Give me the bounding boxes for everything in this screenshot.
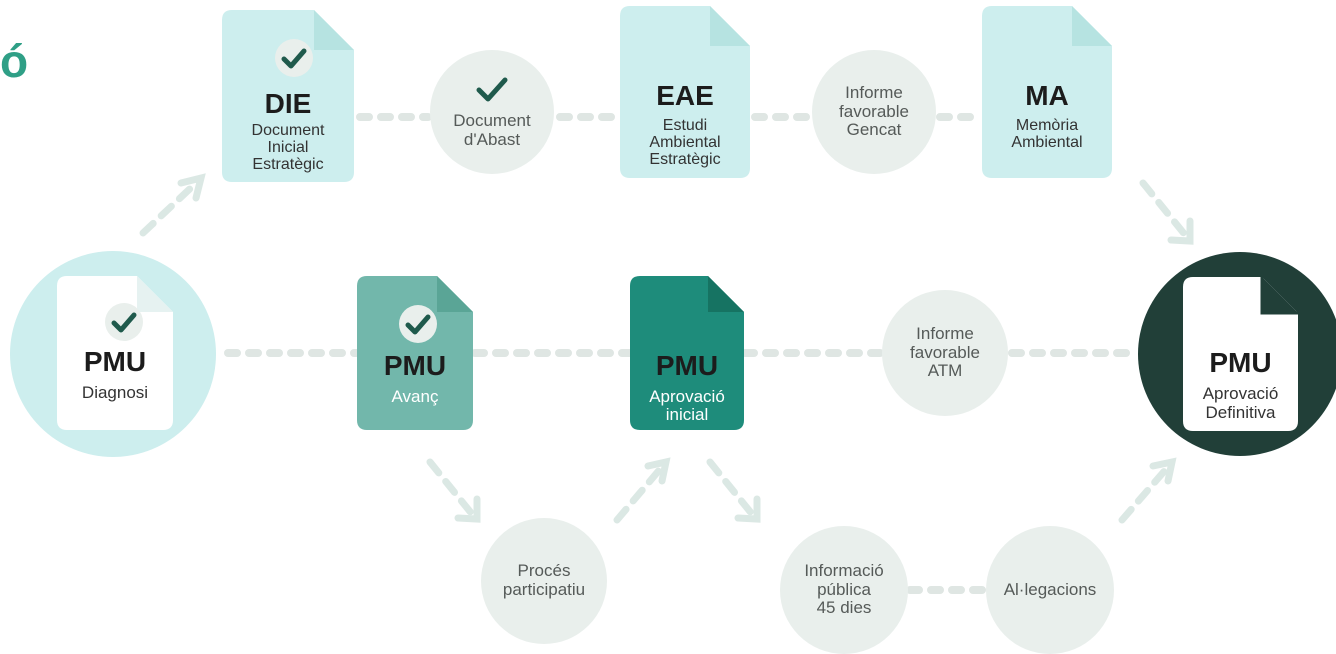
atm-line2: favorable xyxy=(910,342,980,362)
atm-line3: ATM xyxy=(927,361,963,381)
node-proces-participatiu: Procés participatiu xyxy=(481,518,607,644)
eae-line1: Estudi xyxy=(662,117,708,134)
ma-line1: Memòria xyxy=(1015,117,1079,134)
die-code: DIE xyxy=(264,88,312,119)
node-informacio-publica: Informació pública 45 dies xyxy=(780,526,908,654)
pmu-definitiva-line1: Aprovació xyxy=(1202,384,1279,403)
doc-die: DIE Document Inicial Estratègic xyxy=(222,10,354,182)
eae-line3: Estratègic xyxy=(649,151,721,168)
doc-pmu-avanc: PMU Avanç xyxy=(357,276,473,430)
doc-pmu-diagnosi: PMU Diagnosi xyxy=(57,276,173,430)
arrow-inicial-to-informacio xyxy=(706,458,761,523)
check-icon xyxy=(399,305,437,343)
check-icon xyxy=(476,77,508,102)
diagonal-arrows xyxy=(139,173,1194,524)
pmu-inicial-line2: inicial xyxy=(665,405,709,424)
arrow-avanc-to-participatiu xyxy=(426,458,481,523)
document-icon xyxy=(57,276,173,430)
page-title-fragment: ó xyxy=(0,35,29,87)
allegacions-line1: Al·legacions xyxy=(1003,579,1097,599)
pmu-avanc-line1: Avanç xyxy=(391,387,439,406)
gencat-line3: Gencat xyxy=(846,120,902,140)
document-icon xyxy=(1183,277,1298,431)
eae-line2: Ambiental xyxy=(649,134,721,151)
arrow-ma-to-definitiva xyxy=(1139,179,1194,245)
check-icon xyxy=(105,303,143,341)
die-line2: Inicial xyxy=(267,139,309,156)
document-icon xyxy=(630,276,744,430)
abast-line2: d'Abast xyxy=(463,130,521,149)
eae-code: EAE xyxy=(656,80,714,111)
arrow-diagnosi-to-die xyxy=(139,173,206,237)
informacio-line2: pública xyxy=(817,579,871,599)
participatiu-line1: Procés xyxy=(517,561,571,581)
informacio-line3: 45 dies xyxy=(816,598,872,618)
node-informe-atm: Informe favorable ATM xyxy=(882,290,1008,416)
pmu-avanc-code: PMU xyxy=(383,350,447,381)
node-informe-gencat: Informe favorable Gencat xyxy=(812,50,936,174)
pmu-diagnosi-code: PMU xyxy=(83,346,147,377)
document-icon xyxy=(357,276,473,430)
pmu-definitiva-line2: Definitiva xyxy=(1205,403,1276,422)
die-line1: Document xyxy=(251,122,325,139)
ma-code: MA xyxy=(1025,80,1069,111)
pmu-inicial-line1: Aprovació xyxy=(649,387,725,406)
informacio-line1: Informació xyxy=(804,560,884,580)
pmu-definitiva-code: PMU xyxy=(1209,347,1272,378)
die-line3: Estratègic xyxy=(252,156,324,173)
node-document-abast: Document d'Abast xyxy=(430,50,554,174)
doc-eae: EAE Estudi Ambiental Estratègic xyxy=(620,6,750,178)
document-icon xyxy=(982,6,1112,178)
ma-line2: Ambiental xyxy=(1011,134,1083,151)
check-icon xyxy=(275,39,313,77)
gencat-line2: favorable xyxy=(839,101,909,121)
abast-line1: Document xyxy=(453,111,531,131)
pmu-inicial-code: PMU xyxy=(655,350,719,381)
gencat-line1: Informe xyxy=(845,82,903,102)
pmu-diagnosi-line1: Diagnosi xyxy=(81,383,149,402)
doc-pmu-aprovacio-inicial: PMU Aprovació inicial xyxy=(630,276,744,430)
atm-line1: Informe xyxy=(916,323,974,343)
participatiu-line2: participatiu xyxy=(502,580,586,599)
doc-ma: MA Memòria Ambiental xyxy=(982,6,1112,178)
doc-pmu-aprovacio-definitiva: PMU Aprovació Definitiva xyxy=(1183,277,1298,431)
document-icon xyxy=(620,6,750,178)
arrow-allegacions-to-definitiva xyxy=(1118,457,1177,524)
node-allegacions: Al·legacions xyxy=(986,526,1114,654)
arrow-participatiu-to-inicial xyxy=(613,457,671,524)
document-icon xyxy=(222,10,354,182)
